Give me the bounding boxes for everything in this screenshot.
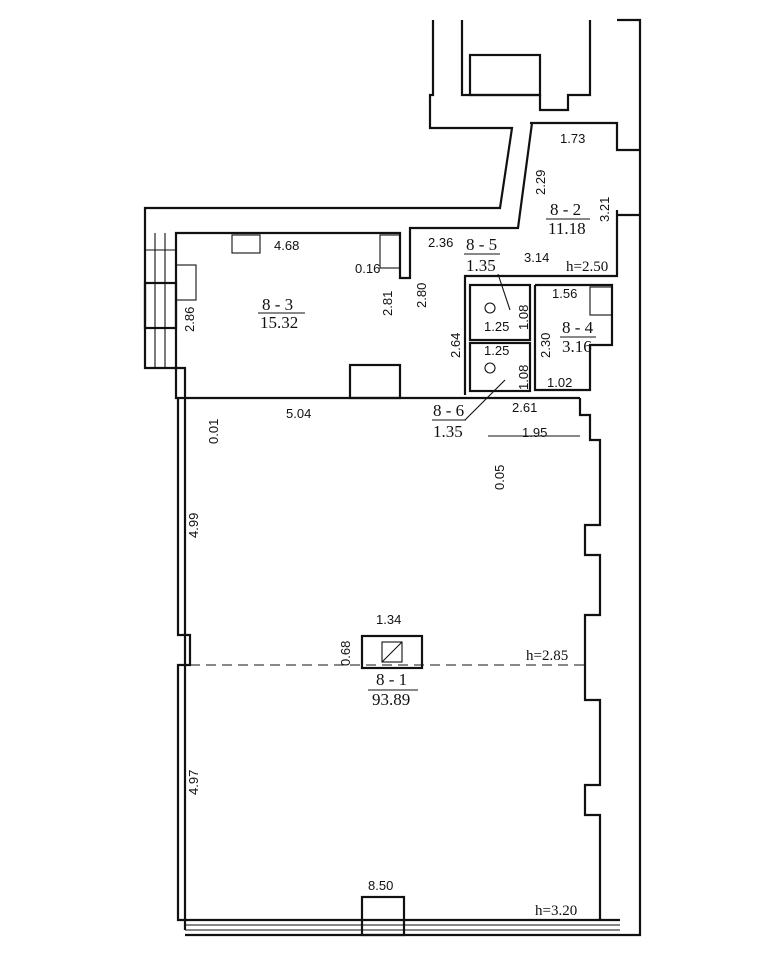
dimension: 4.68	[274, 238, 299, 253]
room-8-2: 8 - 2 11.18	[546, 200, 590, 238]
height-label: h=2.50	[566, 259, 608, 275]
room-8-3: 8 - 3 15.32	[258, 295, 305, 332]
dimension: 3.21	[597, 197, 612, 222]
dimension: 1.73	[560, 131, 585, 146]
room-8-1: 8 - 1 93.89	[368, 670, 418, 709]
room-id: 8 - 4	[562, 318, 594, 337]
dimension: 0.68	[338, 641, 353, 666]
room-id: 8 - 2	[550, 200, 581, 219]
room-8-5: 8 - 5 1.35	[464, 235, 500, 275]
dimension: 1.08	[516, 305, 531, 330]
room-area: 11.18	[548, 219, 586, 238]
dimension: 2.86	[182, 307, 197, 332]
dimension: 2.29	[533, 170, 548, 195]
dimension: 1.34	[376, 612, 401, 627]
dimension: 8.50	[368, 878, 393, 893]
dimension: 1.02	[547, 375, 572, 390]
dimension: 1.25	[484, 319, 509, 334]
room-8-6: 8 - 6 1.35	[432, 401, 466, 441]
dimension: 2.61	[512, 400, 537, 415]
dimension: 0.16	[355, 261, 380, 276]
dimension: 4.97	[186, 770, 201, 795]
room-area: 1.35	[433, 422, 463, 441]
room-id: 8 - 1	[376, 670, 407, 689]
dimension: 2.36	[428, 235, 453, 250]
dimension: 2.80	[414, 283, 429, 308]
room-8-4: 8 - 4 3.16	[560, 318, 596, 356]
room-id: 8 - 6	[433, 401, 464, 420]
dimension: 0.01	[206, 419, 221, 444]
dimension: 4.99	[186, 513, 201, 538]
dimension: 2.81	[380, 291, 395, 316]
dimensions: 1.73 2.29 3.21 2.36 3.14 4.68 0.16 2.81 …	[182, 131, 612, 893]
dimension: 3.14	[524, 250, 549, 265]
height-label: h=2.85	[526, 648, 568, 664]
dimension: 1.95	[522, 425, 547, 440]
room-area: 1.35	[466, 256, 496, 275]
height-label: h=3.20	[535, 903, 577, 919]
dimension: 1.56	[552, 286, 577, 301]
room-id: 8 - 5	[466, 235, 497, 254]
dimension: 2.30	[538, 333, 553, 358]
dimension: 0.05	[492, 465, 507, 490]
dimension: 2.64	[448, 333, 463, 358]
dimension: 1.25	[484, 343, 509, 358]
walls	[143, 18, 642, 937]
dimension: 1.08	[516, 365, 531, 390]
room-area: 93.89	[372, 690, 410, 709]
room-area: 15.32	[260, 313, 298, 332]
room-id: 8 - 3	[262, 295, 293, 314]
room-area: 3.16	[562, 337, 592, 356]
dimension: 5.04	[286, 406, 311, 421]
